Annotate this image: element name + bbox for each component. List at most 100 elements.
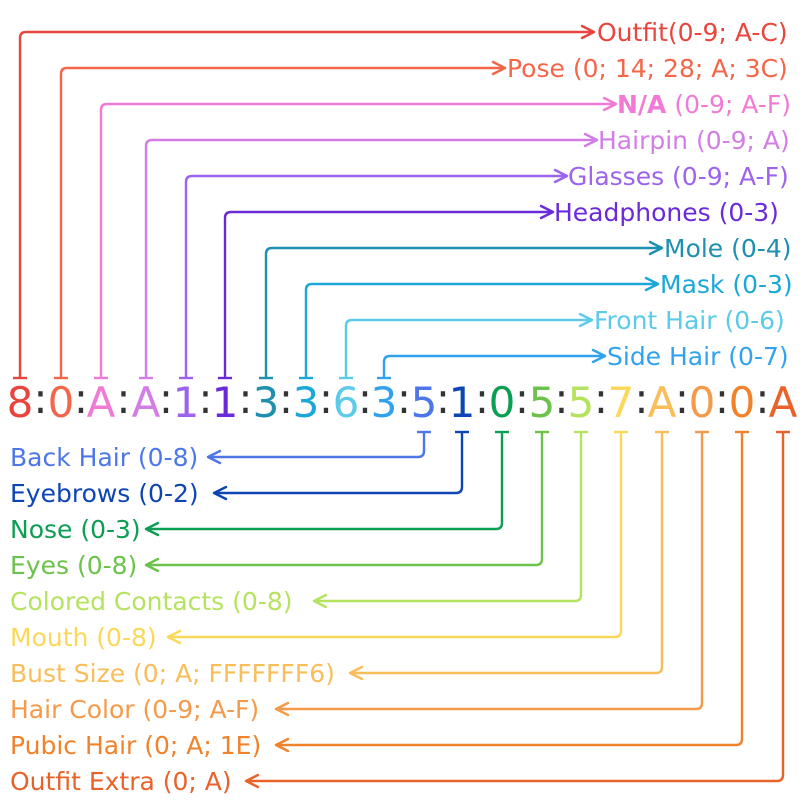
bottom-connector-line: [214, 432, 464, 495]
top-label: Front Hair (0-6): [594, 306, 785, 335]
code-character: 3: [293, 378, 320, 427]
code-character: 5: [568, 378, 595, 427]
top-connector-line: [264, 246, 662, 378]
bottom-arrow-head: [312, 593, 328, 609]
code-separator: :: [238, 374, 252, 423]
code-separator: :: [594, 374, 608, 423]
top-label: Mask (0-3): [660, 270, 793, 299]
bottom-connector-line: [276, 432, 744, 747]
bottom-connector-line: [314, 432, 583, 603]
top-label-text: Side Hair (0-7): [607, 342, 789, 371]
top-label-text: Glasses (0-9; A-F): [568, 162, 789, 191]
code-character: 0: [489, 378, 516, 427]
code-separator: :: [436, 374, 450, 423]
bottom-connector-line: [350, 432, 664, 675]
code-character: A: [769, 378, 798, 427]
bottom-label: Colored Contacts (0-8): [10, 587, 293, 616]
code-separator: :: [755, 374, 769, 423]
top-connector-line: [344, 318, 592, 378]
code-separator: :: [715, 374, 729, 423]
top-connector-line: [99, 102, 616, 378]
code-character: 3: [253, 378, 280, 427]
top-label: Headphones (0-3): [554, 198, 779, 227]
code-separator: :: [279, 374, 293, 423]
bottom-label: Outfit Extra (0; A): [10, 767, 232, 796]
top-label: Hairpin (0-9; A): [598, 126, 790, 155]
top-arrow-head: [583, 132, 599, 148]
bottom-connector-line: [246, 432, 785, 783]
bottom-label: Nose (0-3): [10, 515, 141, 544]
top-arrow-head: [580, 24, 596, 40]
code-character: 1: [449, 378, 476, 427]
bottom-arrow-head: [144, 521, 160, 537]
code-character: 3: [371, 378, 398, 427]
code-separator: :: [554, 374, 568, 423]
bottom-arrow-head: [348, 665, 364, 681]
code-separator: :: [74, 374, 88, 423]
top-label: Outfit(0-9; A-C): [597, 18, 788, 47]
top-label: Mole (0-4): [664, 234, 791, 263]
top-arrow-head: [491, 60, 507, 76]
top-arrow-head: [553, 168, 569, 184]
code-character: 1: [173, 378, 200, 427]
top-label: Pose (0; 14; 28; A; 3C): [507, 54, 788, 83]
code-character: 1: [212, 378, 239, 427]
top-connector-line: [223, 210, 553, 378]
bottom-arrow-head: [244, 773, 260, 789]
code-character: A: [648, 378, 677, 427]
top-arrow-head: [644, 276, 660, 292]
bottom-connector-line: [208, 432, 426, 459]
code-separator: :: [33, 374, 47, 423]
top-label-text: Headphones (0-3): [554, 198, 779, 227]
code-character: 7: [608, 378, 635, 427]
top-arrow-head: [539, 204, 555, 220]
code-separator: :: [515, 374, 529, 423]
bottom-connector-line: [146, 432, 544, 567]
code-character: 5: [529, 378, 556, 427]
top-connector-line: [304, 282, 658, 378]
top-connector-line: [184, 174, 567, 378]
top-label-text: Hairpin (0-9; A): [598, 126, 790, 155]
top-label-text: (0-9; A-F): [666, 90, 791, 119]
code-character: 0: [729, 378, 756, 427]
bottom-connector-line: [146, 432, 504, 531]
top-label: N/A (0-9; A-F): [617, 90, 791, 119]
top-arrow-head: [602, 96, 618, 112]
bottom-arrow-head: [166, 629, 182, 645]
top-label: Glasses (0-9; A-F): [568, 162, 789, 191]
top-connector-line: [382, 354, 605, 378]
top-arrow-head: [648, 240, 664, 256]
code-character: A: [87, 378, 116, 427]
bottom-label: Back Hair (0-8): [10, 443, 198, 472]
code-separator: :: [475, 374, 489, 423]
bottom-label: Pubic Hair (0; A; 1E): [10, 731, 261, 760]
code-separator: :: [358, 374, 372, 423]
top-label-text: Front Hair (0-6): [594, 306, 785, 335]
bottom-label: Bust Size (0; A; FFFFFFF6): [10, 659, 335, 688]
bottom-label: Mouth (0-8): [10, 623, 157, 652]
code-separator: :: [675, 374, 689, 423]
top-arrow-head: [578, 312, 594, 328]
top-connector-line: [18, 30, 594, 378]
code-separator: :: [634, 374, 648, 423]
top-label-bold: N/A: [617, 90, 667, 119]
code-separator: :: [198, 374, 212, 423]
code-character: 0: [48, 378, 75, 427]
top-label-text: Mask (0-3): [660, 270, 793, 299]
top-label-text: Mole (0-4): [664, 234, 791, 263]
bottom-connector-line: [168, 432, 623, 639]
top-label-text: Pose (0; 14; 28; A; 3C): [507, 54, 788, 83]
code-character: 0: [689, 378, 716, 427]
top-label: Side Hair (0-7): [607, 342, 789, 371]
top-connector-line: [59, 66, 505, 378]
code-character: 5: [411, 378, 438, 427]
bottom-arrow-head: [274, 701, 290, 717]
bottom-label: Eyebrows (0-2): [10, 479, 199, 508]
top-arrow-head: [591, 348, 607, 364]
bottom-arrow-head: [274, 737, 290, 753]
code-separator: :: [116, 374, 130, 423]
bottom-connector-line: [276, 432, 704, 711]
code-character: 6: [333, 378, 360, 427]
bottom-arrow-head: [212, 485, 228, 501]
